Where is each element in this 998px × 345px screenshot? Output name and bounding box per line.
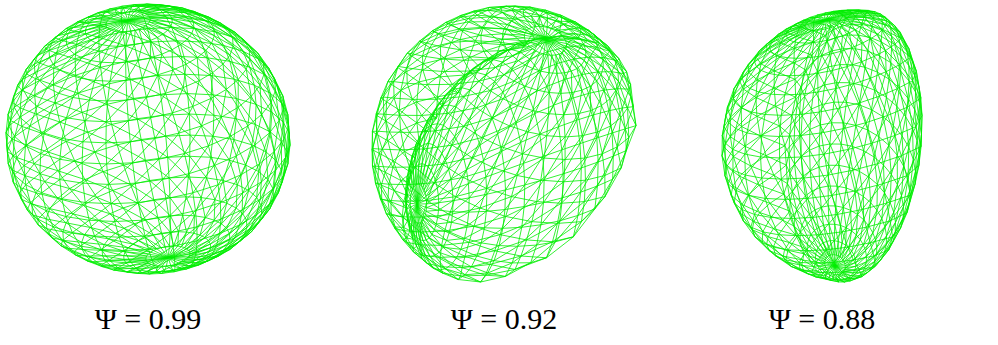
shape-factor-label: Ψ = 0.92 xyxy=(451,302,558,335)
wireframe-mesh xyxy=(372,6,636,282)
wireframe-mesh xyxy=(6,4,290,274)
shape-factor-label: Ψ = 0.88 xyxy=(769,302,876,335)
shape-factor-label: Ψ = 0.99 xyxy=(95,302,202,335)
wireframe-mesh xyxy=(722,10,922,282)
